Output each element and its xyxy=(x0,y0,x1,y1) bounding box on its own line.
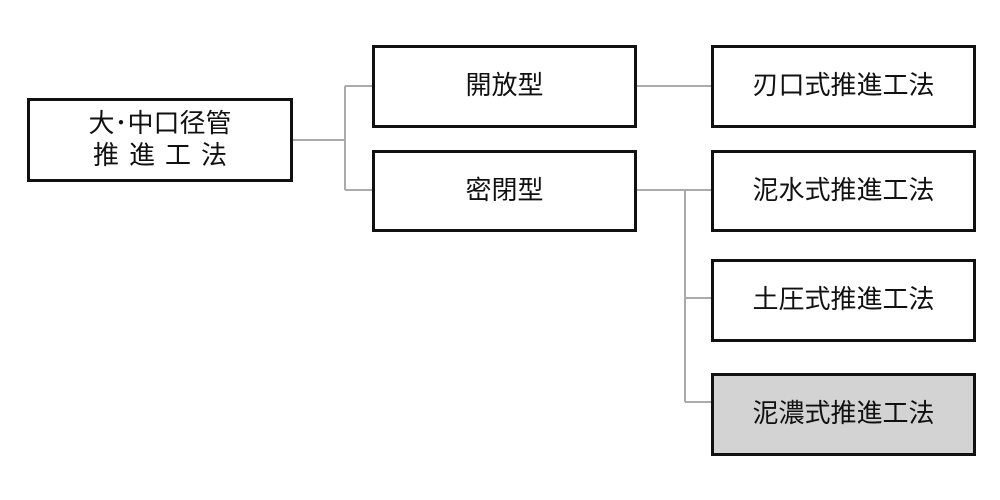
earth-pressure-method-label: 土圧式推進工法 xyxy=(752,285,935,316)
root-label-line2: 推進工法 xyxy=(92,141,237,171)
mud-method-label: 泥濃式推進工法 xyxy=(752,399,935,430)
closed-type-node: 密閉型 xyxy=(372,150,637,232)
closed-type-label: 密閉型 xyxy=(465,175,544,206)
open-type-label: 開放型 xyxy=(465,71,544,102)
earth-pressure-method-node: 土圧式推進工法 xyxy=(711,259,976,342)
root-label-line1: 大･中口径管 xyxy=(88,108,232,139)
mud-method-node: 泥濃式推進工法 xyxy=(711,373,976,456)
open-type-node: 開放型 xyxy=(372,45,637,128)
blade-method-node: 刃口式推進工法 xyxy=(711,45,976,128)
root-node: 大･中口径管 推進工法 xyxy=(27,98,293,182)
slurry-method-node: 泥水式推進工法 xyxy=(711,150,976,232)
slurry-method-label: 泥水式推進工法 xyxy=(752,175,935,206)
blade-method-label: 刃口式推進工法 xyxy=(752,71,935,102)
